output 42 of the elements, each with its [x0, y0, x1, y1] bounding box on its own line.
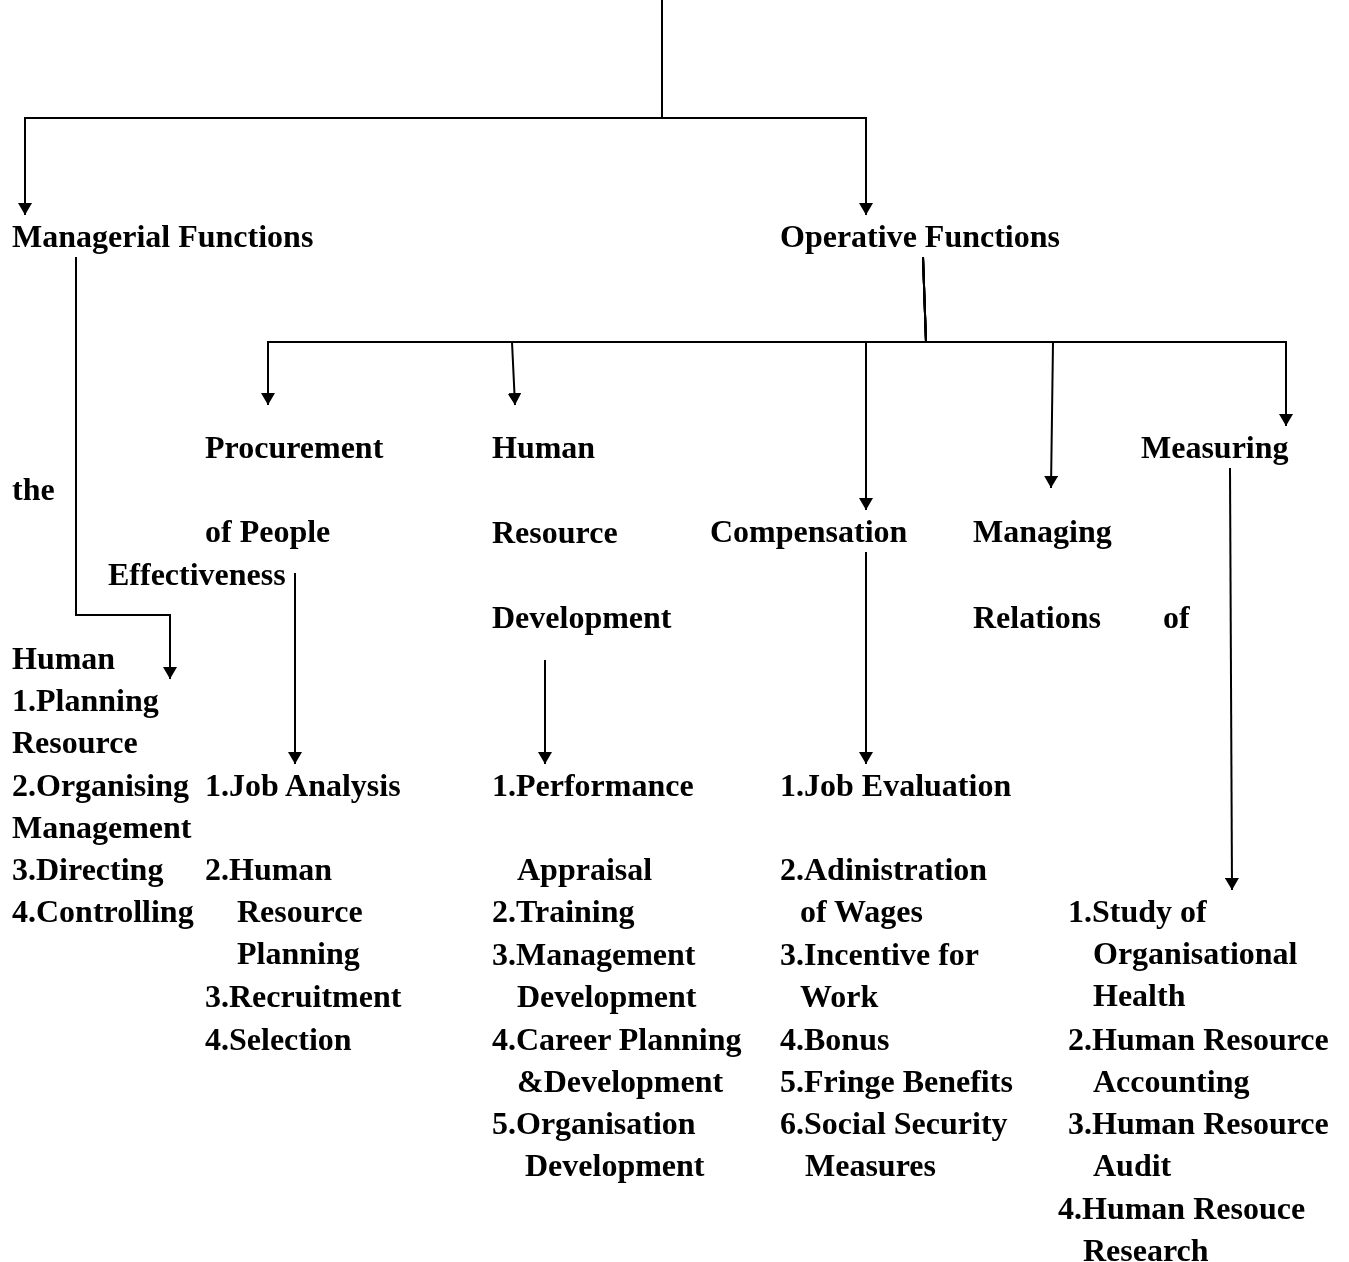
arrow: [288, 572, 302, 765]
list-item: 2.Training: [492, 892, 635, 931]
text-label: Effectiveness: [108, 555, 286, 594]
list-item: 5.Fringe Benefits: [780, 1062, 1014, 1101]
list-item: 4.Human Resouce Research: [1058, 1189, 1307, 1262]
list-item: 4.Career Planning &Development: [492, 1020, 743, 1101]
list-item: 3.Directing: [12, 850, 164, 889]
arrow: [661, 0, 873, 216]
list-item: 5.Organisation Development: [492, 1104, 706, 1185]
list-item: 2.Organising: [12, 766, 189, 805]
function-heading: Managing Relations: [973, 488, 1123, 660]
function-heading: Human Resource Development: [492, 405, 677, 660]
function-heading: Measuring: [1141, 426, 1289, 468]
arrow: [1224, 467, 1239, 891]
text-label: Human: [12, 639, 116, 678]
list-item: 4.Controlling: [12, 892, 194, 931]
list-item: 1.Study of Organisational Health: [1068, 892, 1299, 1015]
list-item: 6.Social Security Measures: [780, 1104, 1009, 1185]
function-heading: Compensation: [710, 510, 908, 552]
list-item: 3.Management Development: [492, 935, 698, 1016]
arrow: [859, 551, 873, 765]
arrow: [75, 256, 177, 680]
list-item: 2.Human Resource Planning: [205, 850, 364, 973]
text-label: Management: [12, 808, 192, 847]
arrow: [538, 659, 552, 765]
list-item: 2.Adinistration of Wages: [780, 850, 989, 931]
list-item: 3.Incentive for Work: [780, 935, 980, 1016]
list-item: 4.Selection: [205, 1020, 352, 1059]
list-item: 2.Human Resource Accounting: [1068, 1020, 1330, 1101]
list-item: 1.Job Evaluation: [780, 766, 1013, 805]
list-item: 1.Performance Appraisal: [492, 766, 695, 889]
text-label: of: [1163, 598, 1190, 637]
list-item: 4.Bonus: [780, 1020, 890, 1059]
list-item: 1.Job Analysis: [205, 766, 402, 805]
list-item: 1.Planning: [12, 681, 159, 720]
list-item: 3.Human Resource Audit: [1068, 1104, 1330, 1185]
function-heading: Operative Functions: [780, 215, 1060, 257]
text-label: the: [12, 470, 55, 509]
list-item: 3.Recruitment: [205, 977, 402, 1016]
function-heading: Managerial Functions: [12, 215, 314, 257]
arrow: [922, 256, 1293, 427]
text-label: Resource: [12, 723, 138, 762]
